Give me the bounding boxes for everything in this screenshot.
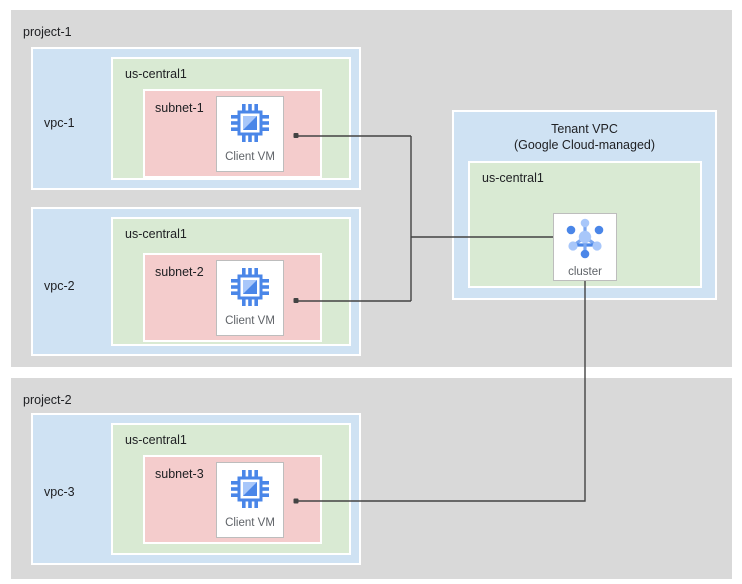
chip-icon xyxy=(228,101,272,150)
vpc-label: vpc-1 xyxy=(44,116,75,130)
tenant-vpc-title-line1: Tenant VPC xyxy=(551,122,618,136)
project-label: project-2 xyxy=(23,393,72,407)
project-label: project-1 xyxy=(23,25,72,39)
node-client-vm-3[interactable]: Client VM xyxy=(216,462,284,538)
region-label: us-central1 xyxy=(125,67,187,81)
node-caption: Client VM xyxy=(225,517,275,529)
node-client-vm-2[interactable]: Client VM xyxy=(216,260,284,336)
chip-icon xyxy=(228,467,272,516)
tenant-vpc-title-line2: (Google Cloud-managed) xyxy=(513,138,656,152)
node-cluster[interactable]: cluster xyxy=(553,213,617,281)
subnet-label: subnet-1 xyxy=(155,101,204,115)
subnet-label: subnet-3 xyxy=(155,467,204,481)
cluster-icon xyxy=(562,218,608,265)
vpc-label: vpc-3 xyxy=(44,485,75,499)
region-label: us-central1 xyxy=(482,171,544,185)
node-client-vm-1[interactable]: Client VM xyxy=(216,96,284,172)
node-caption: cluster xyxy=(568,266,602,278)
node-caption: Client VM xyxy=(225,151,275,163)
subnet-label: subnet-2 xyxy=(155,265,204,279)
region-label: us-central1 xyxy=(125,433,187,447)
vpc-label: vpc-2 xyxy=(44,279,75,293)
node-caption: Client VM xyxy=(225,315,275,327)
region-label: us-central1 xyxy=(125,227,187,241)
chip-icon xyxy=(228,265,272,314)
